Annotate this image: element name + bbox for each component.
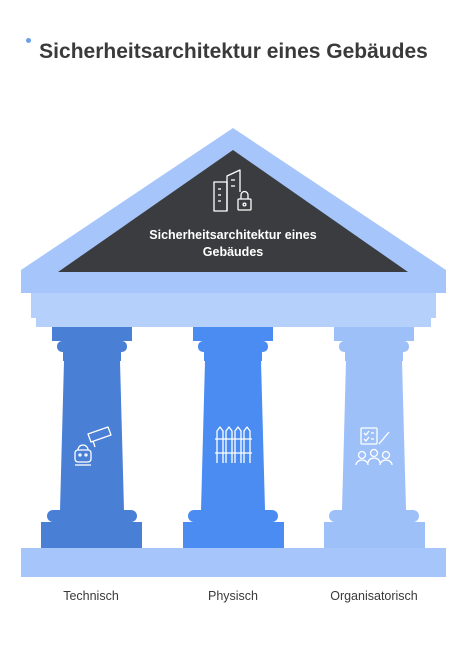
roof-inner [58,150,408,272]
pillar-organisatorisch [324,327,425,548]
pillar-label-technisch: Technisch [63,589,119,603]
pillar-label-physisch: Physisch [207,589,259,603]
building-lock-icon [213,169,252,212]
pillar-physisch [183,327,284,548]
pillar-technisch [41,327,142,548]
entablature [31,293,436,318]
temple-base-top [21,548,446,557]
page-title: Sicherheitsarchitektur eines Gebäudes [39,40,428,63]
fence-icon [215,426,252,463]
temple-base [21,557,446,577]
entablature-ledge [36,318,431,327]
roof-label: Sicherheitsarchitektur eines Gebäudes [149,228,317,259]
brand-logo [26,36,52,45]
checklist-people-icon [355,427,393,466]
camera-robot-icon [74,426,112,466]
pillar-label-organisatorisch: Organisatorisch [330,589,418,603]
logo-mark-icon [26,38,31,43]
